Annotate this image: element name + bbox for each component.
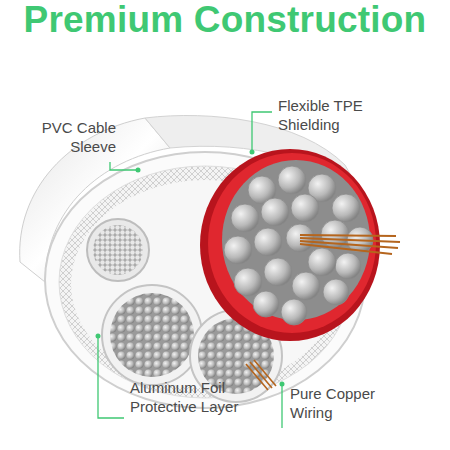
title: Premium Construction (24, 0, 427, 40)
part-label: Flexible TPE Shielding (278, 96, 390, 134)
part-label: PVC Cable Sleeve (12, 118, 116, 156)
part-label: Aluminum Foil Protective Layer (130, 378, 248, 416)
part-label: Pure Copper Wiring (290, 384, 394, 422)
